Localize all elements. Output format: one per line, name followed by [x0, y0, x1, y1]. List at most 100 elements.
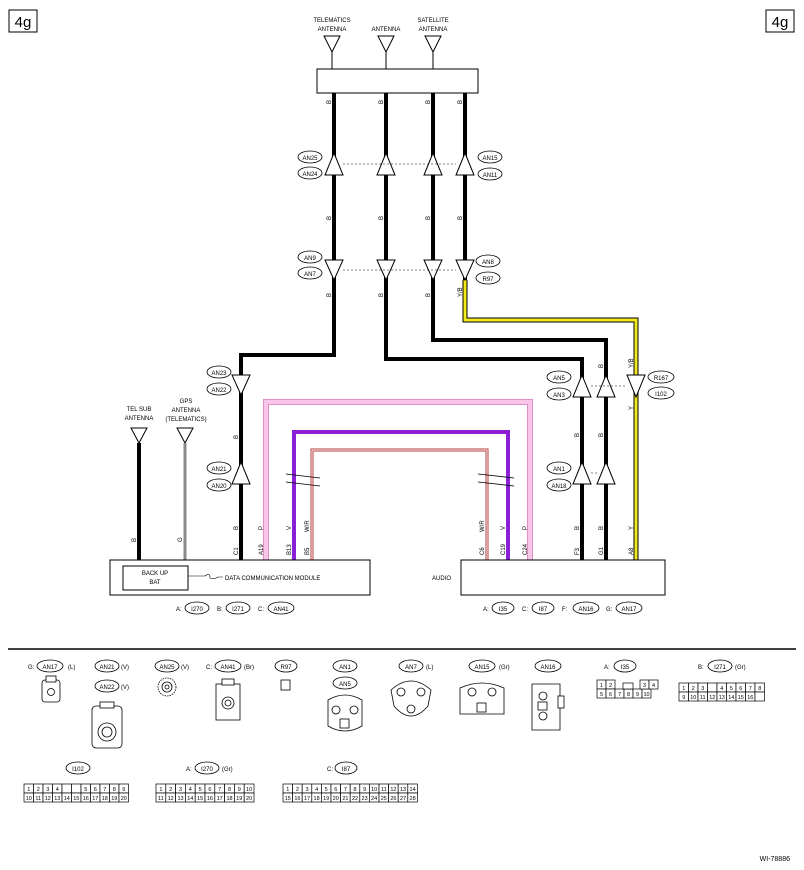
- page-tag-left: 4g: [15, 14, 32, 31]
- code-y-1: Y: [629, 526, 635, 530]
- cv-an25-shape: [157, 677, 177, 697]
- pin-number: 21: [342, 796, 348, 802]
- pin-number: 10: [643, 692, 649, 698]
- pin-number: 2: [296, 787, 299, 793]
- pin-number: 15: [197, 796, 203, 802]
- conn-an3: AN3: [553, 393, 565, 399]
- cv-g-color: (L): [68, 665, 75, 671]
- code-b-11: B: [426, 293, 432, 297]
- pin-f3: F3: [575, 547, 581, 555]
- cv-an21-color: (V): [121, 665, 129, 671]
- connector-id-ovals: [206, 150, 675, 492]
- antenna-label: ANTENNA: [372, 27, 401, 33]
- pin-number: 5: [84, 787, 87, 793]
- pin-number: 3: [179, 787, 182, 793]
- pin-number: 3: [305, 787, 308, 793]
- pin-number: 14: [187, 796, 193, 802]
- pin-number: 11: [381, 787, 387, 793]
- telematics-antenna-label-2: ANTENNA: [318, 27, 347, 33]
- backup-label-1: BACK UP: [142, 571, 168, 577]
- code-b-19: B: [599, 433, 605, 437]
- pin-number: 15: [73, 796, 79, 802]
- pin-cell: [648, 679, 659, 690]
- pin-number: 22: [352, 796, 358, 802]
- cv-an41-shape: [215, 678, 241, 721]
- code-v-2: V: [501, 526, 507, 530]
- cv-c87-id: I87: [342, 767, 351, 773]
- code-b-12: B: [234, 435, 240, 439]
- wire-p-outline: [263, 399, 533, 560]
- pin-number: 14: [728, 695, 734, 701]
- pin-number: 9: [238, 787, 241, 793]
- cv-a270-prefix: A:: [186, 767, 192, 773]
- wire-p: [264, 400, 532, 560]
- pin-number: 4: [652, 683, 655, 689]
- conn-an22: AN22: [211, 388, 227, 394]
- cv-an15-shape: [459, 682, 505, 715]
- pin-number: 6: [609, 692, 612, 698]
- pin-number: 14: [64, 796, 70, 802]
- conn-an18: AN18: [551, 484, 567, 490]
- cv-r97-id: R97: [280, 665, 292, 671]
- cv-c41-color: (Br): [244, 665, 254, 671]
- pin-cell: [754, 691, 765, 702]
- cv-an7-shape: [390, 680, 432, 717]
- pin-number: 16: [83, 796, 89, 802]
- cv-an7-color: (L): [426, 665, 433, 671]
- page-tag-right-box: [765, 9, 795, 33]
- page-tag-right: 4g: [772, 14, 789, 31]
- pin-number: 15: [285, 796, 291, 802]
- pin-number: 4: [56, 787, 59, 793]
- wire-codes: B B B B B B B B B B B Y/B B B P V W/R B …: [132, 100, 635, 542]
- conn-an23: AN23: [211, 371, 227, 377]
- telematics-antenna-label-1: TELEMATICS: [313, 18, 350, 24]
- conn-i102: I102: [655, 392, 667, 398]
- pin-a19: A19: [259, 544, 265, 555]
- pin-number: 13: [177, 796, 183, 802]
- pin-number: 14: [410, 787, 416, 793]
- cv-an25-color: (V): [181, 665, 189, 671]
- pin-number: 7: [618, 692, 621, 698]
- code-b-9: B: [327, 293, 333, 297]
- pin-number: 6: [208, 787, 211, 793]
- audio-legend-an16: AN16: [578, 607, 594, 613]
- cv-f16-id: AN16: [540, 665, 556, 671]
- pin-number: 4: [189, 787, 192, 793]
- pin-number: 1: [682, 686, 685, 692]
- cv-an21-shape: [91, 701, 123, 749]
- dcm-legend-a: A:: [176, 607, 182, 613]
- pin-number: 2: [37, 787, 40, 793]
- wire-wr: [310, 448, 489, 560]
- code-b-17: B: [599, 364, 605, 368]
- cv-a270-id: I270: [201, 767, 213, 773]
- code-p-2: P: [523, 526, 529, 530]
- pin-number: 10: [26, 796, 32, 802]
- code-b-7: B: [426, 216, 432, 220]
- pin-number: 8: [228, 787, 231, 793]
- pin-number: 12: [45, 796, 51, 802]
- code-b-3: B: [426, 100, 432, 104]
- connector-row-2: [324, 259, 475, 282]
- conn-an5: AN5: [553, 376, 565, 382]
- pin-number: 15: [738, 695, 744, 701]
- pin-c19: C19: [501, 543, 507, 555]
- wire-b-telematics: [239, 93, 336, 560]
- pin-number: 7: [344, 787, 347, 793]
- code-b-6: B: [379, 216, 385, 220]
- dcm-legend-i270: I270: [191, 607, 203, 613]
- pin-number: 1: [27, 787, 30, 793]
- pin-number: 9: [363, 787, 366, 793]
- code-yb-2: Y/B: [629, 358, 635, 368]
- pin-number: 8: [353, 787, 356, 793]
- pin-number: 16: [294, 796, 300, 802]
- top-antenna-symbols: [130, 35, 442, 445]
- pin-number: 3: [643, 683, 646, 689]
- cv-g-id: AN17: [42, 665, 58, 671]
- pin-number: 16: [207, 796, 213, 802]
- pin-cell: [61, 783, 72, 794]
- pin-number: 6: [94, 787, 97, 793]
- code-b-4: B: [458, 100, 464, 104]
- pin-b13: B13: [287, 544, 293, 555]
- pin-a8: A8: [629, 547, 635, 555]
